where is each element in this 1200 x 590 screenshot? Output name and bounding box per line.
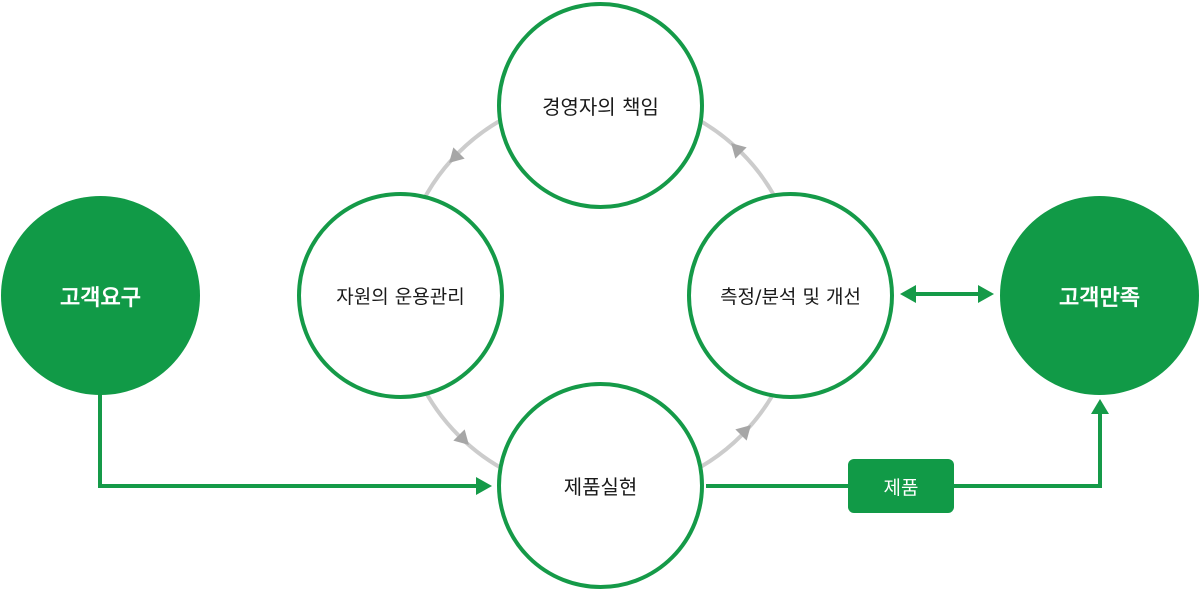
node-product-realization: 제품실현 [497, 382, 704, 589]
node-resource-management: 자원의 운용관리 [297, 192, 504, 399]
node-customer-satisfaction: 고객만족 [1000, 196, 1199, 395]
product-tag: 제품 [848, 459, 954, 513]
node-label: 고객만족 [1059, 285, 1140, 311]
product-tag-label: 제품 [883, 476, 919, 499]
cycle-arrow-icon [731, 143, 747, 159]
node-label: 경영자의 책임 [542, 95, 659, 119]
cycle-arrow-icon [735, 425, 751, 441]
arrow-right-icon [978, 285, 994, 303]
node-management-responsibility: 경영자의 책임 [497, 2, 704, 209]
cycle-arrow-icon [449, 147, 465, 163]
output-connector [706, 412, 1102, 488]
node-measurement-analysis-improvement: 측정/분석 및 개선 [687, 192, 894, 399]
cycle-arrow-icon [453, 429, 469, 445]
node-label: 측정/분석 및 개선 [720, 286, 861, 308]
arrow-up-icon [1091, 399, 1109, 414]
arrow-right-icon [476, 477, 492, 495]
node-label: 자원의 운용관리 [336, 286, 465, 308]
arrow-left-icon [900, 285, 916, 303]
node-label: 고객요구 [60, 285, 141, 311]
node-customer-requirements: 고객요구 [1, 196, 200, 395]
node-label: 제품실현 [563, 475, 638, 499]
input-connector [98, 394, 478, 488]
